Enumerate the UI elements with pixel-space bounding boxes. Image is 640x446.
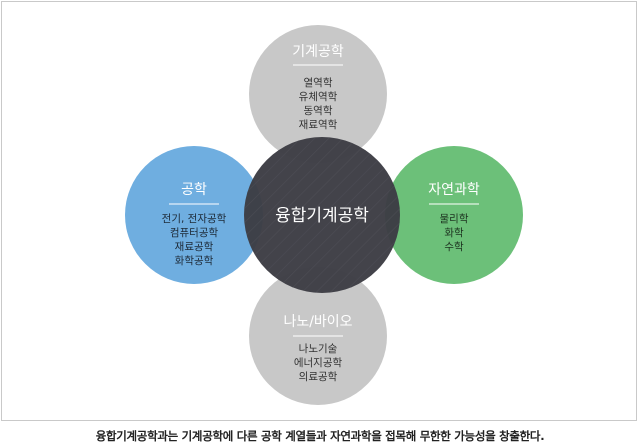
right-item: 물리학 xyxy=(440,213,469,225)
bottom-item: 의료공학 xyxy=(299,371,338,383)
right-item: 화학 xyxy=(444,227,464,239)
bottom-title: 나노/바이오 xyxy=(283,314,352,330)
left-title: 공학 xyxy=(181,182,207,198)
top-item: 열역학 xyxy=(304,77,333,89)
right-circle xyxy=(385,146,523,284)
top-circle xyxy=(249,25,387,163)
figure-caption: 융합기계공학과는 기계공학에 다른 공학 계열들과 자연과학을 접목해 무한한 … xyxy=(95,429,545,443)
left-item: 재료공학 xyxy=(175,241,214,253)
left-circle xyxy=(125,146,263,284)
left-item: 화학공학 xyxy=(175,255,214,267)
left-item: 전기, 전자공학 xyxy=(162,213,227,225)
bottom-item: 나노기술 xyxy=(299,343,338,355)
left-item: 컴퓨터공학 xyxy=(170,227,219,239)
right-item: 수학 xyxy=(444,241,464,253)
venn-diagram: 기계공학 열역학 유체역학 동역학 재료역학 공학 전기, 전자공학 컴퓨터공학… xyxy=(125,25,523,405)
top-title: 기계공학 xyxy=(292,44,344,60)
top-item: 재료역학 xyxy=(299,119,338,131)
diagram-frame xyxy=(1,1,637,421)
right-title: 자연과학 xyxy=(428,182,480,198)
center-label: 융합기계공학 xyxy=(275,206,369,226)
top-item: 동역학 xyxy=(304,105,333,117)
top-item: 유체역학 xyxy=(299,91,338,103)
center-pattern xyxy=(244,137,400,293)
bottom-item: 에너지공학 xyxy=(294,357,343,369)
